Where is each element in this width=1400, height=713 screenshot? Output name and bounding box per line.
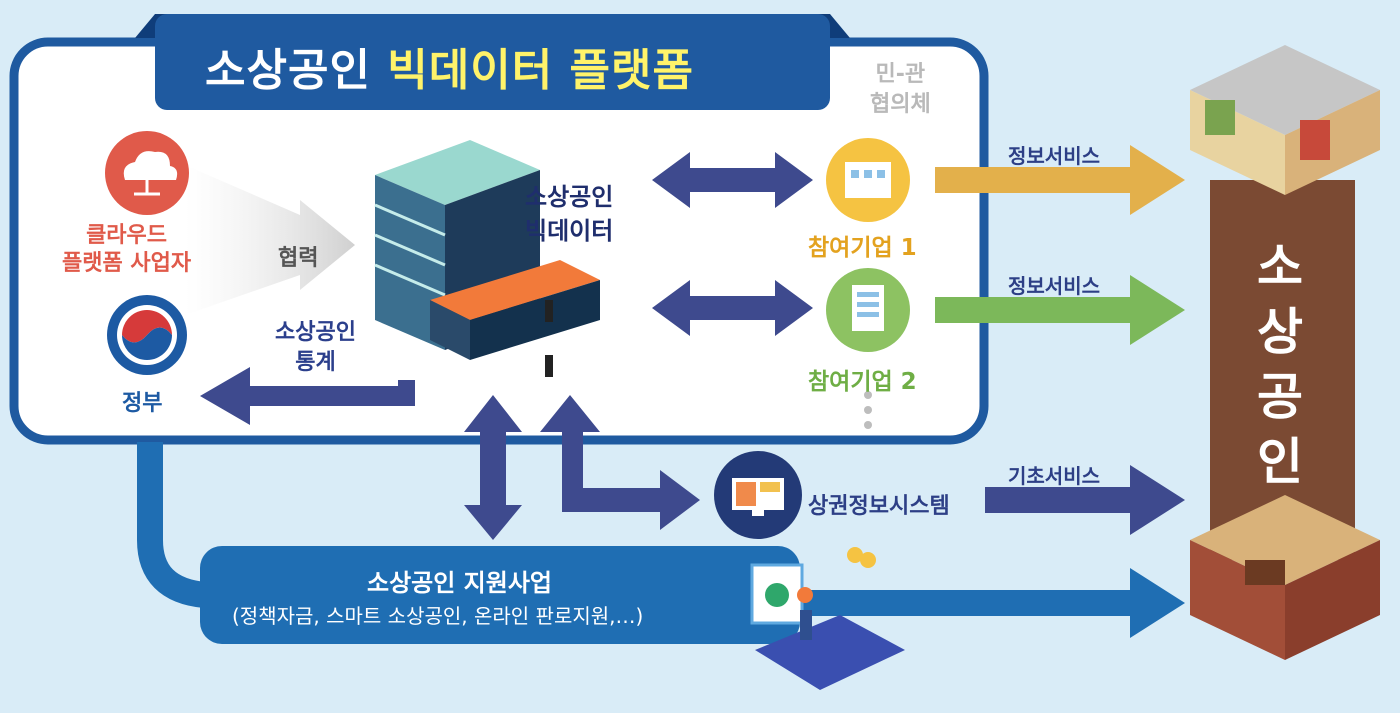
bigdata-line1: 소상공인 [525,183,614,211]
more-dot [864,406,872,414]
presentation-illustration [750,547,905,690]
right-char: 소 [1257,238,1303,296]
page-title: 소상공인 빅데이터 플랫폼 [205,34,694,98]
company1-bidir-arrow [652,152,813,208]
council-line1: 민-관 [875,62,926,87]
cooperation-label: 협력 [278,246,319,271]
right-char: 상 [1257,303,1303,361]
company1-label: 참여기업 1 [808,235,917,261]
more-dot [864,391,872,399]
basic-service-label: 기초서비스 [1008,464,1100,488]
support-subtitle: (정책자금, 스마트 소상공인, 온라인 판로지원,…) [232,604,644,628]
info-service-arrow-1 [935,145,1185,215]
title-main-text: 소상공인 [205,45,371,96]
cloud-provider-label: 클라우드 플랫폼 사업자 [62,222,191,278]
right-char: 공 [1257,368,1303,426]
more-dot [864,421,872,429]
bigdata-line2: 빅데이터 [525,217,614,245]
company2-label: 참여기업 2 [808,369,917,395]
info-service-label-1: 정보서비스 [1008,144,1100,168]
cloud-line1: 클라우드 [86,223,168,248]
store-illustration [1190,45,1380,195]
support-connector [137,442,207,608]
title-accent-text: 빅데이터 플랫폼 [387,45,694,96]
support-service-arrow [800,568,1185,638]
trade-system-arrow [540,395,700,530]
support-title: 소상공인 지원사업 [367,569,552,597]
statistics-arrow [200,367,415,425]
cafe-illustration [1190,495,1380,660]
support-vertical-arrow [464,395,522,540]
title-banner-body [155,14,830,110]
council-line2: 협의체 [870,92,931,117]
statistics-line1: 소상공인 [275,320,356,345]
statistics-label: 소상공인 통계 [275,318,356,378]
basic-service-arrow [985,465,1185,535]
trade-system-label: 상권정보시스템 [808,494,950,519]
right-column-label: 소 상 공 인 [1250,235,1310,495]
server-illustration [374,140,600,377]
government-label: 정부 [122,391,163,416]
cloud-line2: 플랫폼 사업자 [62,251,192,276]
cooperation-arrow [185,165,355,315]
right-char: 인 [1257,433,1303,491]
council-label: 민-관 협의체 [870,60,931,120]
company2-bidir-arrow [652,280,813,336]
support-box [200,546,800,644]
bigdata-label: 소상공인 빅데이터 [525,180,613,248]
info-service-arrow-2 [935,275,1185,345]
info-service-label-2: 정보서비스 [1008,274,1100,298]
statistics-line2: 통계 [295,350,336,375]
